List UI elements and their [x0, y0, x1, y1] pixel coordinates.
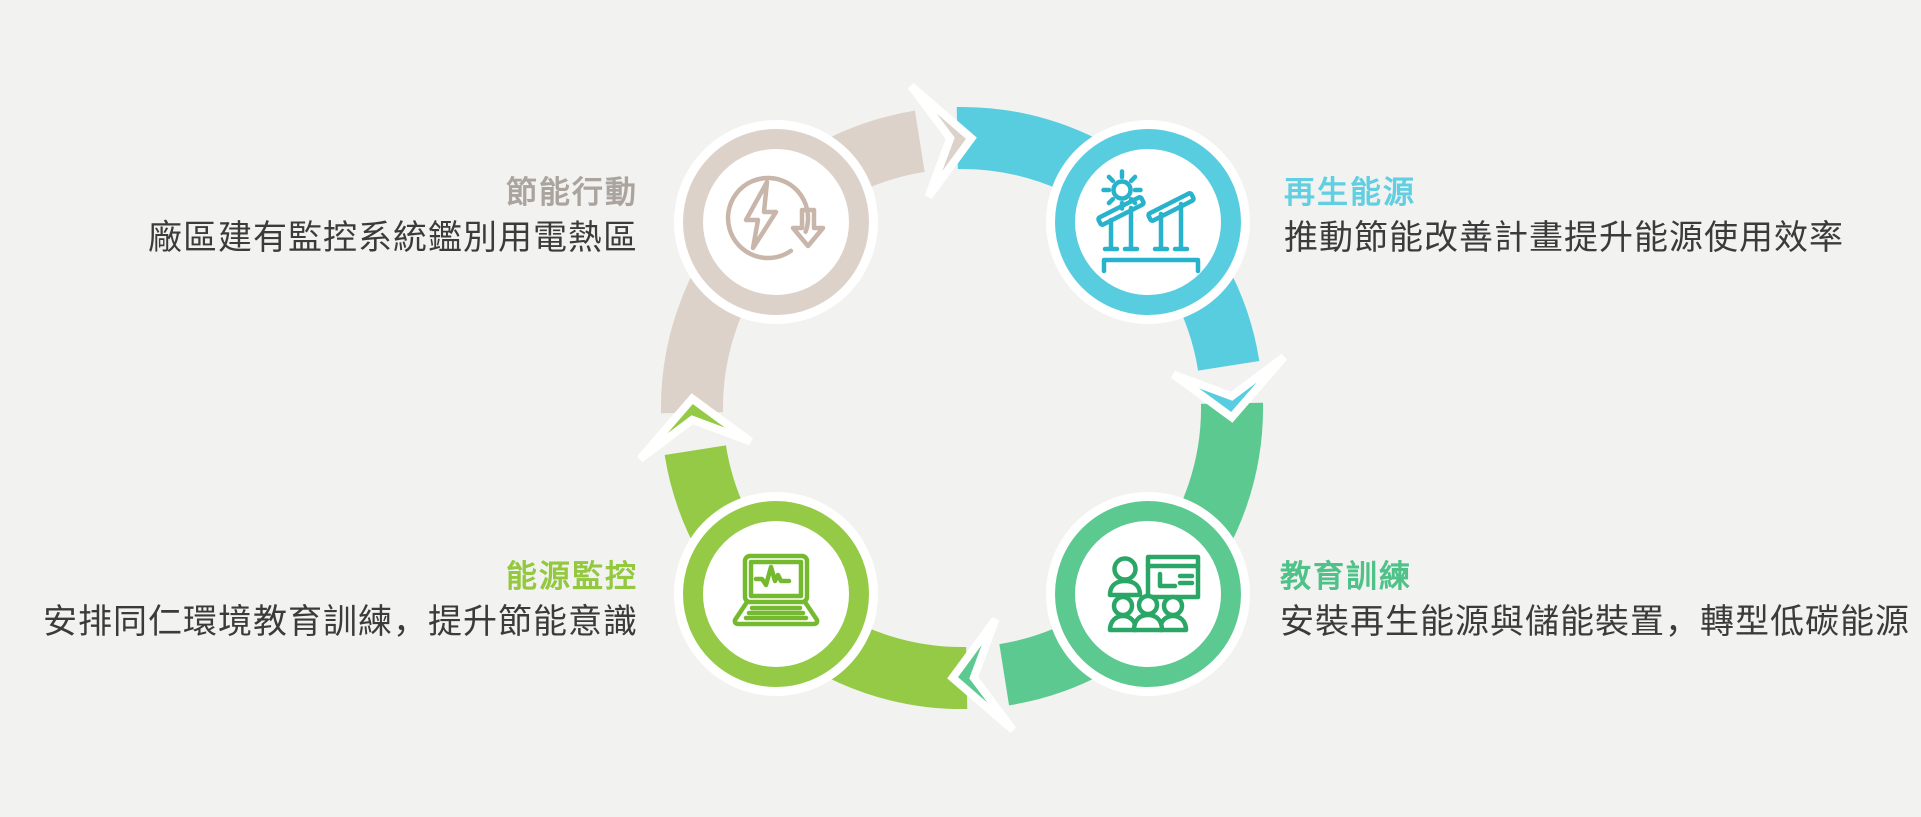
step-title: 再生能源 [1284, 175, 1416, 210]
arrowhead-top-icon [907, 82, 977, 199]
audience-head [1136, 593, 1160, 617]
board-text-lines [1177, 573, 1195, 586]
step-description: 安裝再生能源與儲能裝置，轉型低碳能源 [1280, 603, 1910, 641]
sun [1111, 179, 1133, 201]
arrowhead-bottom-icon [947, 617, 1017, 734]
node-ring-renewable-energy [1055, 129, 1241, 315]
open-circle [725, 175, 811, 261]
step-label-renewable-energy: 再生能源 推動節能改善計畫提升能源使用效率 [1284, 174, 1844, 258]
lightning-bolt [743, 179, 779, 251]
board-chart-axis [1157, 571, 1178, 589]
power-reduction-icon [725, 175, 826, 261]
audience-body [1131, 612, 1165, 633]
panel-left [1096, 194, 1146, 228]
audience-head [1161, 594, 1185, 618]
step-title: 教育訓練 [1280, 559, 1412, 594]
panel-legs [1102, 201, 1190, 252]
step-label-energy-monitoring: 能源監控 安排同仁環境教育訓練，提升節能意識 [43, 558, 638, 642]
step-description: 安排同仁環境教育訓練，提升節能意識 [43, 603, 638, 641]
arrowhead-left-icon [636, 393, 753, 463]
down-arrow [790, 207, 826, 249]
presenter-head [1112, 556, 1138, 582]
laptop-screen-outer [742, 553, 810, 605]
base-bracket [1101, 257, 1201, 274]
step-title: 節能行動 [506, 175, 638, 210]
audience-head [1111, 594, 1135, 618]
arrowhead-right-icon [1171, 353, 1288, 423]
keyboard-lines [743, 605, 809, 621]
step-description: 廠區建有監控系統鑑別用電熱區 [148, 219, 638, 257]
laptop-monitoring-icon [732, 553, 820, 627]
laptop-base [732, 599, 820, 627]
step-label-energy-saving: 節能行動 廠區建有監控系統鑑別用電熱區 [148, 174, 638, 258]
pulse-waveform [753, 564, 792, 588]
node-ring-energy-saving [683, 129, 869, 315]
training-presentation-icon [1107, 554, 1201, 633]
step-label-education-training: 教育訓練 安裝再生能源與儲能裝置，轉型低碳能源 [1280, 558, 1910, 642]
laptop-screen-inner [748, 559, 804, 599]
step-title: 能源監控 [506, 559, 638, 594]
solar-panels-icon [1096, 169, 1201, 274]
step-description: 推動節能改善計畫提升能源使用效率 [1284, 219, 1844, 257]
presenter-body [1107, 578, 1143, 598]
panel-right [1146, 190, 1196, 224]
